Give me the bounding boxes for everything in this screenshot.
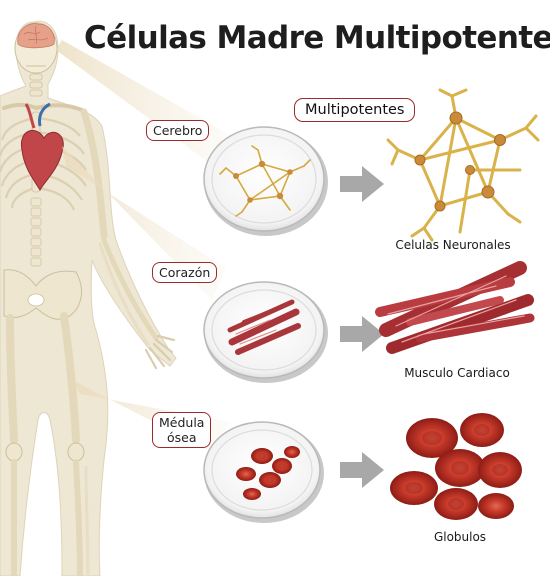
- blood-cells-large: [390, 413, 522, 520]
- arrow-right-icon: [340, 316, 384, 352]
- arrow-right-icon: [340, 452, 384, 488]
- page-title: Células Madre Multipotentes: [84, 20, 550, 56]
- petri-dish-icon: [203, 281, 328, 383]
- petri-dish-icon: [203, 126, 328, 236]
- heart-icon: [20, 129, 64, 192]
- organ-label-bone-marrow: Médula ósea: [152, 412, 212, 448]
- result-label-cardiac-muscle: Musculo Cardiaco: [404, 366, 510, 380]
- human-skeleton-illustration: [0, 20, 177, 576]
- blood-cells-small: [236, 446, 300, 500]
- petri-dish-icon: [203, 421, 324, 523]
- organ-label-heart: Corazón: [152, 262, 218, 283]
- category-label: Multipotentes: [294, 98, 416, 122]
- result-label-blood-cells: Globulos: [433, 530, 487, 544]
- result-label-neurons: Celulas Neuronales: [395, 238, 511, 252]
- arrow-right-icon: [340, 166, 384, 202]
- muscle-cells-small: [227, 299, 301, 355]
- muscle-cells-large: [375, 261, 535, 354]
- organ-label-brain: Cerebro: [146, 120, 210, 141]
- neuron-cells-large: [386, 88, 540, 242]
- neuron-cells-small: [219, 145, 311, 217]
